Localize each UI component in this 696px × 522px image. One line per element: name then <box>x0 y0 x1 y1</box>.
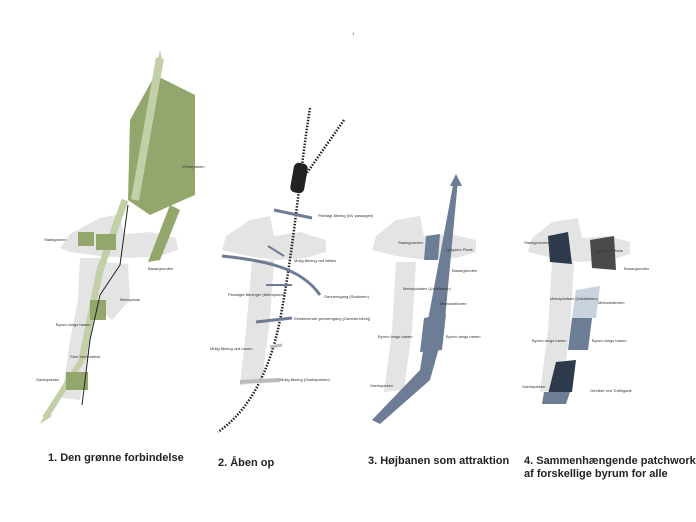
label-p3-4: Metrostationen <box>440 301 466 306</box>
label-p1-2: Basargrunden <box>148 266 173 271</box>
green-patch <box>78 232 94 246</box>
label-p2-5: Mulig åbning ved banen <box>210 346 252 351</box>
railway-line <box>217 107 312 434</box>
walk-route <box>81 204 129 406</box>
label-p2-4: Eksisterende gennemgang (Gørrisbrinkvej) <box>294 316 371 321</box>
label-p3-0: Stadsgrunden <box>398 240 423 245</box>
caption-panel-2: 2. Åben op <box>218 457 275 469</box>
patch-navy <box>548 360 576 394</box>
highline-arrow <box>450 174 462 186</box>
label-p2-0: Planlagt åbning (NV passagen) <box>318 213 374 218</box>
highline <box>372 180 458 424</box>
label-p3-7: Gørrisparken <box>370 383 393 388</box>
label-p4-4: Metrostationen <box>598 300 624 305</box>
opening-arrow <box>221 254 322 296</box>
green-patch <box>90 300 106 320</box>
label-p4-5: Byrum langs banen <box>532 338 566 343</box>
panel-3: Stadsgrunden Lyngsies Plads Basargrunden… <box>370 174 480 424</box>
urban-area <box>372 216 476 260</box>
label-p1-6: Gørrisparken <box>36 377 59 382</box>
patch-light <box>572 286 600 318</box>
label-p1-5: Stort Verbindelse <box>70 354 101 359</box>
train-icon <box>290 162 308 194</box>
opening-arrow <box>239 378 281 384</box>
urban-strip <box>62 258 100 400</box>
patch-dark <box>548 232 572 264</box>
label-p3-6: Byrum langs banen <box>446 334 480 339</box>
urban-area <box>60 214 178 258</box>
urban-strip <box>540 262 574 392</box>
patch-blue <box>542 392 570 404</box>
label-p3-1: Lyngsies Plads <box>446 247 473 252</box>
label-p4-3: Metropladsen (Udvidelsen) <box>550 296 598 301</box>
label-p1-3: Metroplads <box>120 297 140 302</box>
urban-strip <box>384 262 416 392</box>
caption-panel-4: 4. Sammenhængende patchwork af forskelli… <box>524 455 696 481</box>
highline-plaza <box>424 234 440 260</box>
green-patch <box>96 234 116 250</box>
label-p2-1: Mulig åbning ved fælles <box>294 258 336 263</box>
path-arrow-top <box>158 50 162 60</box>
label-p4-2: Basargrunden <box>624 266 649 271</box>
opening-arrow <box>269 343 283 349</box>
green-patch <box>66 372 88 390</box>
label-p2-3: Gennemgang (Stationen) <box>324 294 370 299</box>
label-p1-4: Byrum langs banen <box>56 322 90 327</box>
label-p3-2: Basargrunden <box>452 268 477 273</box>
opening-arrow <box>273 208 313 220</box>
page-marker: 1 <box>352 31 355 36</box>
opening-arrow <box>267 245 285 257</box>
label-p4-8: Område ved Trafikgade <box>590 388 633 393</box>
panel-2: Planlagt åbning (NV passagen) Mulig åbni… <box>210 107 374 434</box>
label-p2-6: Mulig åbning (Gørrisparken) <box>280 377 330 382</box>
highline-plaza <box>420 314 446 352</box>
green-path-end <box>42 358 85 420</box>
label-p2-2: Planlagte åbninger (Metroplads) <box>228 292 286 297</box>
caption-panel-4-line-1: 4. Sammenhængende patchwork <box>524 455 696 467</box>
label-p4-7: Gørrisparken <box>522 384 545 389</box>
panel-4: Stadsgrunden Lyngsies Plads Basargrunden… <box>522 218 649 404</box>
urban-block <box>100 262 130 320</box>
label-p4-0: Stadsgrunden <box>524 240 549 245</box>
patch-blue <box>568 318 592 350</box>
patch-dark-grey <box>590 236 616 270</box>
urban-area <box>222 216 326 260</box>
panel-1: Vinterparken Stadsgraven Basargrunden Me… <box>36 50 205 424</box>
label-p4-6: Byrum langs banen <box>592 338 626 343</box>
green-branch <box>148 205 180 262</box>
opening-arrow <box>255 316 293 324</box>
railway-branch <box>300 119 346 181</box>
caption-panel-3: 3. Højbanen som attraktion <box>368 455 510 467</box>
label-p3-5: Byrum langs banen <box>378 334 412 339</box>
caption-panel-4-line-2: af forskellige byrum for alle <box>524 468 668 480</box>
label-p1-0: Vinterparken <box>182 164 205 169</box>
park-area <box>128 75 195 215</box>
path-arrow-bottom <box>40 412 52 424</box>
label-p1-1: Stadsgraven <box>44 237 66 242</box>
caption-panel-1: 1. Den grønne forbindelse <box>48 452 184 464</box>
label-p4-1: Lyngsies Plads <box>596 248 623 253</box>
label-p3-3: Metropladsen (Udvidelsen) <box>403 286 451 291</box>
green-path-north <box>131 57 164 201</box>
